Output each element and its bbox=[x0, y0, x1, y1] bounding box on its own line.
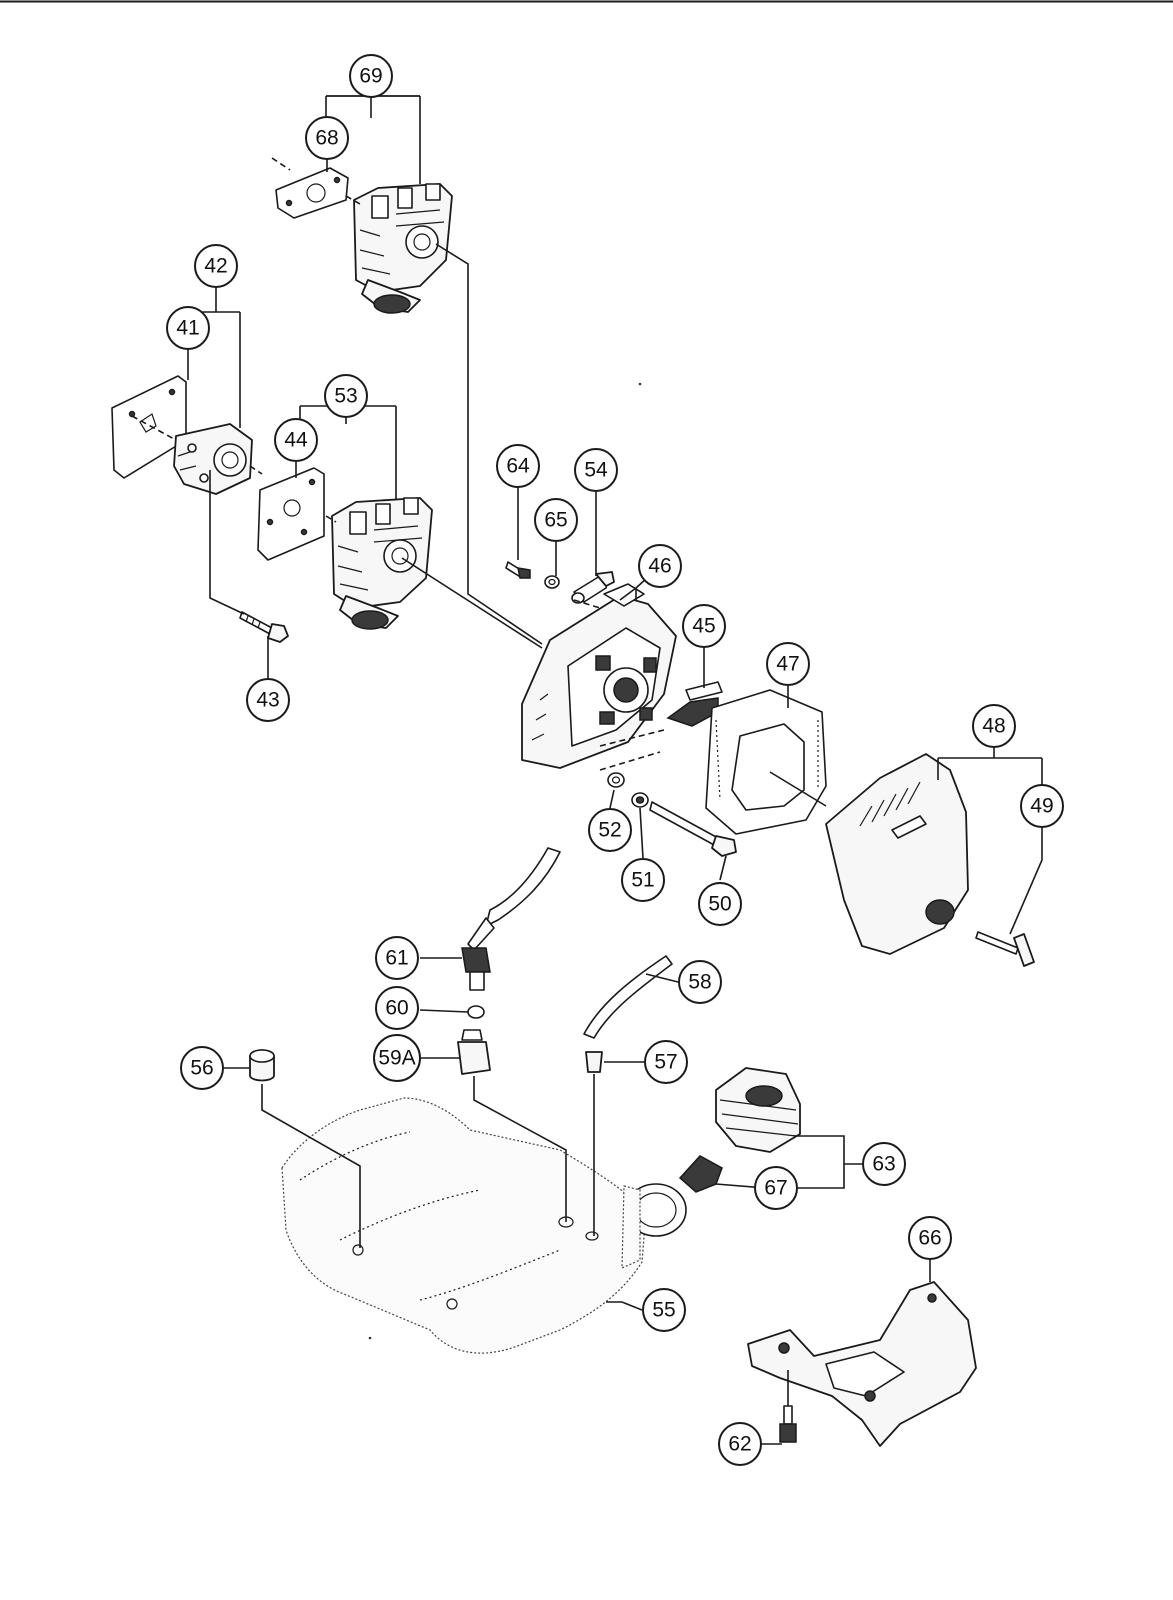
air-cleaner-case-46-part bbox=[521, 583, 677, 769]
grommet-59a-part bbox=[457, 1029, 491, 1075]
callout-label: 42 bbox=[204, 255, 227, 278]
callout-label: 68 bbox=[315, 127, 338, 150]
leader-lines bbox=[131, 95, 1043, 1445]
callout-label: 43 bbox=[256, 689, 279, 712]
screw-64-part bbox=[505, 561, 531, 579]
callout-44: 44 bbox=[274, 418, 318, 462]
callout-67: 67 bbox=[754, 1166, 798, 1210]
callout-label: 62 bbox=[728, 1433, 751, 1456]
air-cleaner-cover-48-part bbox=[825, 753, 969, 955]
callout-51: 51 bbox=[621, 858, 665, 902]
callout-45: 45 bbox=[682, 604, 726, 648]
callout-label: 69 bbox=[359, 65, 382, 88]
callout-label: 57 bbox=[654, 1051, 677, 1074]
callout-52: 52 bbox=[588, 808, 632, 852]
callout-label: 54 bbox=[584, 459, 608, 482]
lever-54-part bbox=[571, 571, 615, 604]
bolt-50-part bbox=[649, 801, 737, 857]
clip-60-part bbox=[467, 1005, 485, 1019]
callout-label: 60 bbox=[385, 997, 408, 1020]
callout-61: 61 bbox=[375, 936, 419, 980]
callout-65: 65 bbox=[534, 498, 578, 542]
callout-58: 58 bbox=[678, 960, 722, 1004]
callout-53: 53 bbox=[324, 374, 368, 418]
callout-66: 66 bbox=[908, 1216, 952, 1260]
gasket-68-part bbox=[275, 167, 349, 219]
callout-label: 58 bbox=[688, 971, 711, 994]
air-filter-element-47-part bbox=[705, 689, 827, 835]
carburetor-53-part bbox=[331, 497, 433, 630]
callout-label: 61 bbox=[385, 947, 408, 970]
callout-label: 67 bbox=[764, 1177, 787, 1200]
callout-label: 63 bbox=[872, 1153, 895, 1176]
washer-52-part bbox=[607, 772, 625, 788]
callout-label: 51 bbox=[631, 869, 654, 892]
callout-label: 52 bbox=[598, 819, 621, 842]
callout-50: 50 bbox=[698, 882, 742, 926]
strainer-67-part bbox=[678, 1155, 723, 1193]
gasket-44-part bbox=[257, 467, 325, 561]
speck bbox=[638, 382, 642, 386]
callout-59a: 59A bbox=[373, 1034, 421, 1082]
callout-63: 63 bbox=[862, 1142, 906, 1186]
screw-62-part bbox=[779, 1405, 797, 1443]
callout-55: 55 bbox=[642, 1288, 686, 1332]
callout-42: 42 bbox=[194, 244, 238, 288]
callout-57: 57 bbox=[644, 1040, 688, 1084]
callout-64: 64 bbox=[496, 444, 540, 488]
callout-label: 50 bbox=[708, 893, 731, 916]
carburetor-69-part bbox=[353, 183, 453, 314]
callout-47: 47 bbox=[766, 642, 810, 686]
callout-label: 53 bbox=[334, 385, 357, 408]
return-hose-58-part bbox=[583, 955, 673, 1039]
callout-49: 49 bbox=[1020, 784, 1064, 828]
bolt-43-part bbox=[239, 611, 289, 643]
callout-label: 64 bbox=[506, 455, 530, 478]
callout-label: 59A bbox=[378, 1047, 415, 1070]
choke-lever-45-part bbox=[666, 681, 723, 727]
intake-manifold-42-part bbox=[173, 423, 253, 495]
callout-label: 46 bbox=[648, 555, 671, 578]
callout-56: 56 bbox=[180, 1046, 224, 1090]
bracket-66-part bbox=[747, 1281, 977, 1447]
callout-41: 41 bbox=[166, 306, 210, 350]
knob-bolt-49-part bbox=[975, 931, 1035, 967]
washer-65-part bbox=[544, 575, 560, 589]
callout-label: 65 bbox=[544, 509, 567, 532]
fuel-tank-55-part bbox=[281, 1097, 687, 1354]
callout-54: 54 bbox=[574, 448, 618, 492]
callout-label: 41 bbox=[176, 317, 199, 340]
fuel-filter-61-part bbox=[461, 947, 491, 991]
callout-label: 48 bbox=[982, 715, 1005, 738]
vent-57-part bbox=[585, 1051, 603, 1073]
callout-68: 68 bbox=[305, 116, 349, 160]
callout-label: 55 bbox=[652, 1299, 675, 1322]
callout-label: 45 bbox=[692, 615, 715, 638]
washer-51-part bbox=[631, 792, 649, 808]
callout-label: 44 bbox=[284, 429, 308, 452]
speck bbox=[368, 1336, 372, 1340]
callout-label: 47 bbox=[776, 653, 799, 676]
callout-46: 46 bbox=[638, 544, 682, 588]
callout-48: 48 bbox=[972, 704, 1016, 748]
callout-60: 60 bbox=[375, 986, 419, 1030]
callout-label: 49 bbox=[1030, 795, 1053, 818]
fuel-hose-61-part bbox=[467, 847, 561, 951]
callout-label: 66 bbox=[918, 1227, 941, 1250]
callout-43: 43 bbox=[246, 678, 290, 722]
callout-69: 69 bbox=[349, 54, 393, 98]
fuel-cap-63-part bbox=[715, 1067, 801, 1153]
damper-56-part bbox=[249, 1049, 275, 1082]
callout-label: 56 bbox=[190, 1057, 213, 1080]
callout-62: 62 bbox=[718, 1422, 762, 1466]
